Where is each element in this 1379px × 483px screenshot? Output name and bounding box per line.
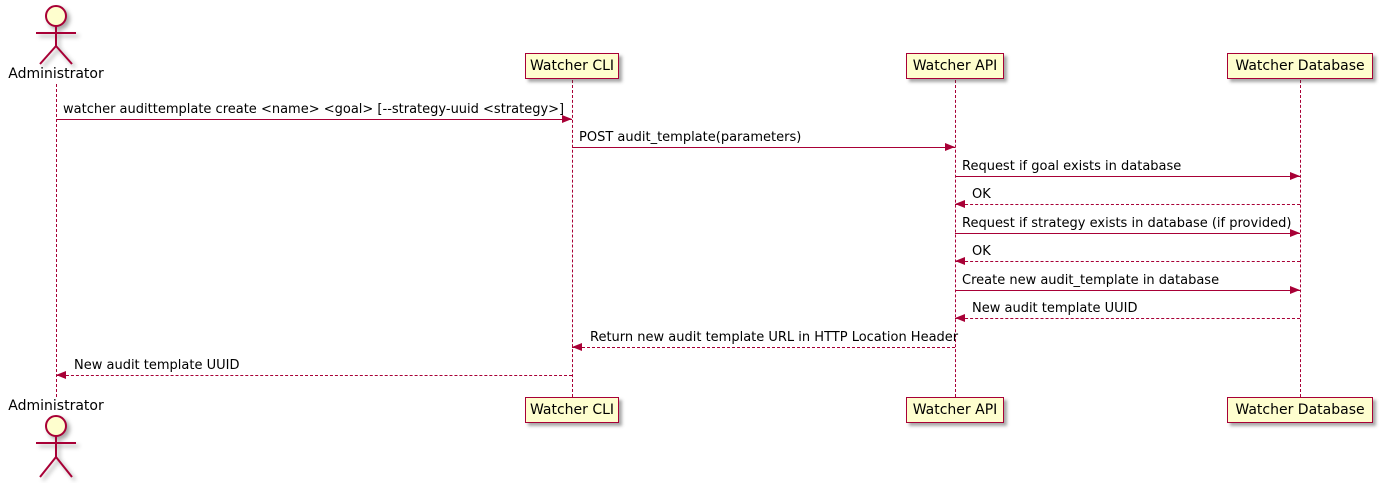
lifeline-watcher-api	[955, 80, 956, 397]
message-3-arrow	[955, 172, 1300, 180]
message-6-label: OK	[972, 244, 991, 259]
message-5-arrow	[955, 229, 1300, 237]
message-8-label: New audit template UUID	[972, 301, 1138, 316]
actor-figure-top-icon	[36, 5, 76, 65]
message-8-arrow	[955, 314, 1300, 322]
participant-box-watcher-database-top: Watcher Database	[1227, 53, 1373, 79]
message-10-label: New audit template UUID	[74, 358, 240, 373]
message-7-arrow	[955, 286, 1300, 294]
message-2-arrow	[572, 143, 955, 151]
message-2-label: POST audit_template(parameters)	[579, 130, 802, 145]
actor-label-top: Administrator	[8, 66, 104, 82]
participant-box-watcher-cli-bottom: Watcher CLI	[525, 397, 619, 423]
message-1-arrow	[56, 115, 572, 123]
message-5-label: Request if strategy exists in database (…	[962, 216, 1292, 231]
actor-label-bottom: Administrator	[8, 398, 104, 414]
lifeline-watcher-cli	[572, 80, 573, 397]
message-6-arrow	[955, 257, 1300, 265]
message-9-label: Return new audit template URL in HTTP Lo…	[590, 330, 959, 345]
message-4-label: OK	[972, 187, 991, 202]
participant-box-watcher-database-bottom: Watcher Database	[1227, 397, 1373, 423]
participant-box-watcher-api-top: Watcher API	[906, 53, 1004, 79]
lifeline-administrator	[56, 84, 57, 397]
message-7-label: Create new audit_template in database	[962, 273, 1220, 288]
message-1-label: watcher audittemplate create <name> <goa…	[63, 102, 565, 117]
message-3-label: Request if goal exists in database	[962, 159, 1182, 174]
message-4-arrow	[955, 200, 1300, 208]
participant-box-watcher-cli-top: Watcher CLI	[525, 53, 619, 79]
message-9-arrow	[572, 343, 955, 351]
lifeline-watcher-database	[1300, 80, 1301, 397]
participant-box-watcher-api-bottom: Watcher API	[906, 397, 1004, 423]
message-10-arrow	[56, 371, 572, 379]
actor-figure-bottom-icon	[36, 415, 76, 478]
